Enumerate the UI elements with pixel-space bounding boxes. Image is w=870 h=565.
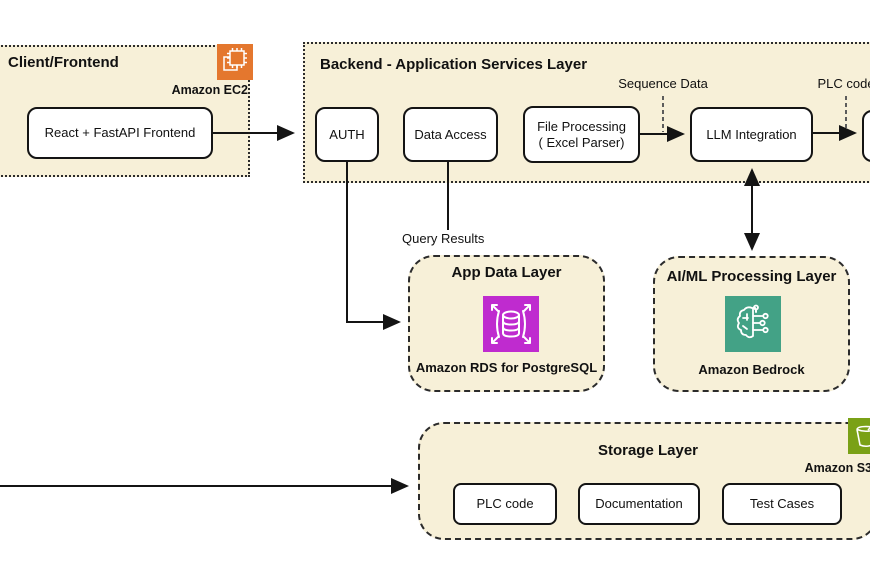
auth-node: AUTH (315, 107, 379, 162)
file-processing-node: File Processing ( Excel Parser) (523, 106, 640, 163)
ec2-label: Amazon EC2 (171, 83, 248, 97)
bedrock-icon (725, 296, 781, 352)
s3-label: Amazon S3 (804, 461, 870, 475)
backend-title: Backend - Application Services Layer (320, 56, 588, 73)
app-data-title: App Data Layer (451, 264, 562, 281)
react-fastapi-node: React + FastAPI Frontend (27, 107, 213, 159)
llm-integration-node: LLM Integration (690, 107, 813, 162)
partial-node (862, 110, 870, 162)
plc-code-label: PLC code (817, 76, 870, 91)
sequence-data-label: Sequence Data (618, 76, 708, 91)
query-results-label: Query Results (402, 231, 485, 246)
storage-title: Storage Layer (597, 442, 699, 459)
rds-icon (483, 296, 539, 352)
ec2-icon (217, 44, 253, 80)
file-processing-line1: File Processing (537, 118, 626, 134)
aiml-title: AI/ML Processing Layer (666, 268, 837, 285)
arrow-auth-to-appdata (346, 162, 401, 330)
storage-node-docs: Documentation (578, 483, 700, 525)
client-frontend-title: Client/Frontend (8, 54, 119, 71)
storage-node-plc: PLC code (453, 483, 557, 525)
rds-label: Amazon RDS for PostgreSQL (415, 360, 598, 375)
bedrock-label: Amazon Bedrock (698, 362, 805, 377)
data-access-node: Data Access (403, 107, 498, 162)
s3-icon (848, 418, 870, 454)
file-processing-line2: ( Excel Parser) (538, 134, 625, 150)
storage-node-tests: Test Cases (722, 483, 842, 525)
